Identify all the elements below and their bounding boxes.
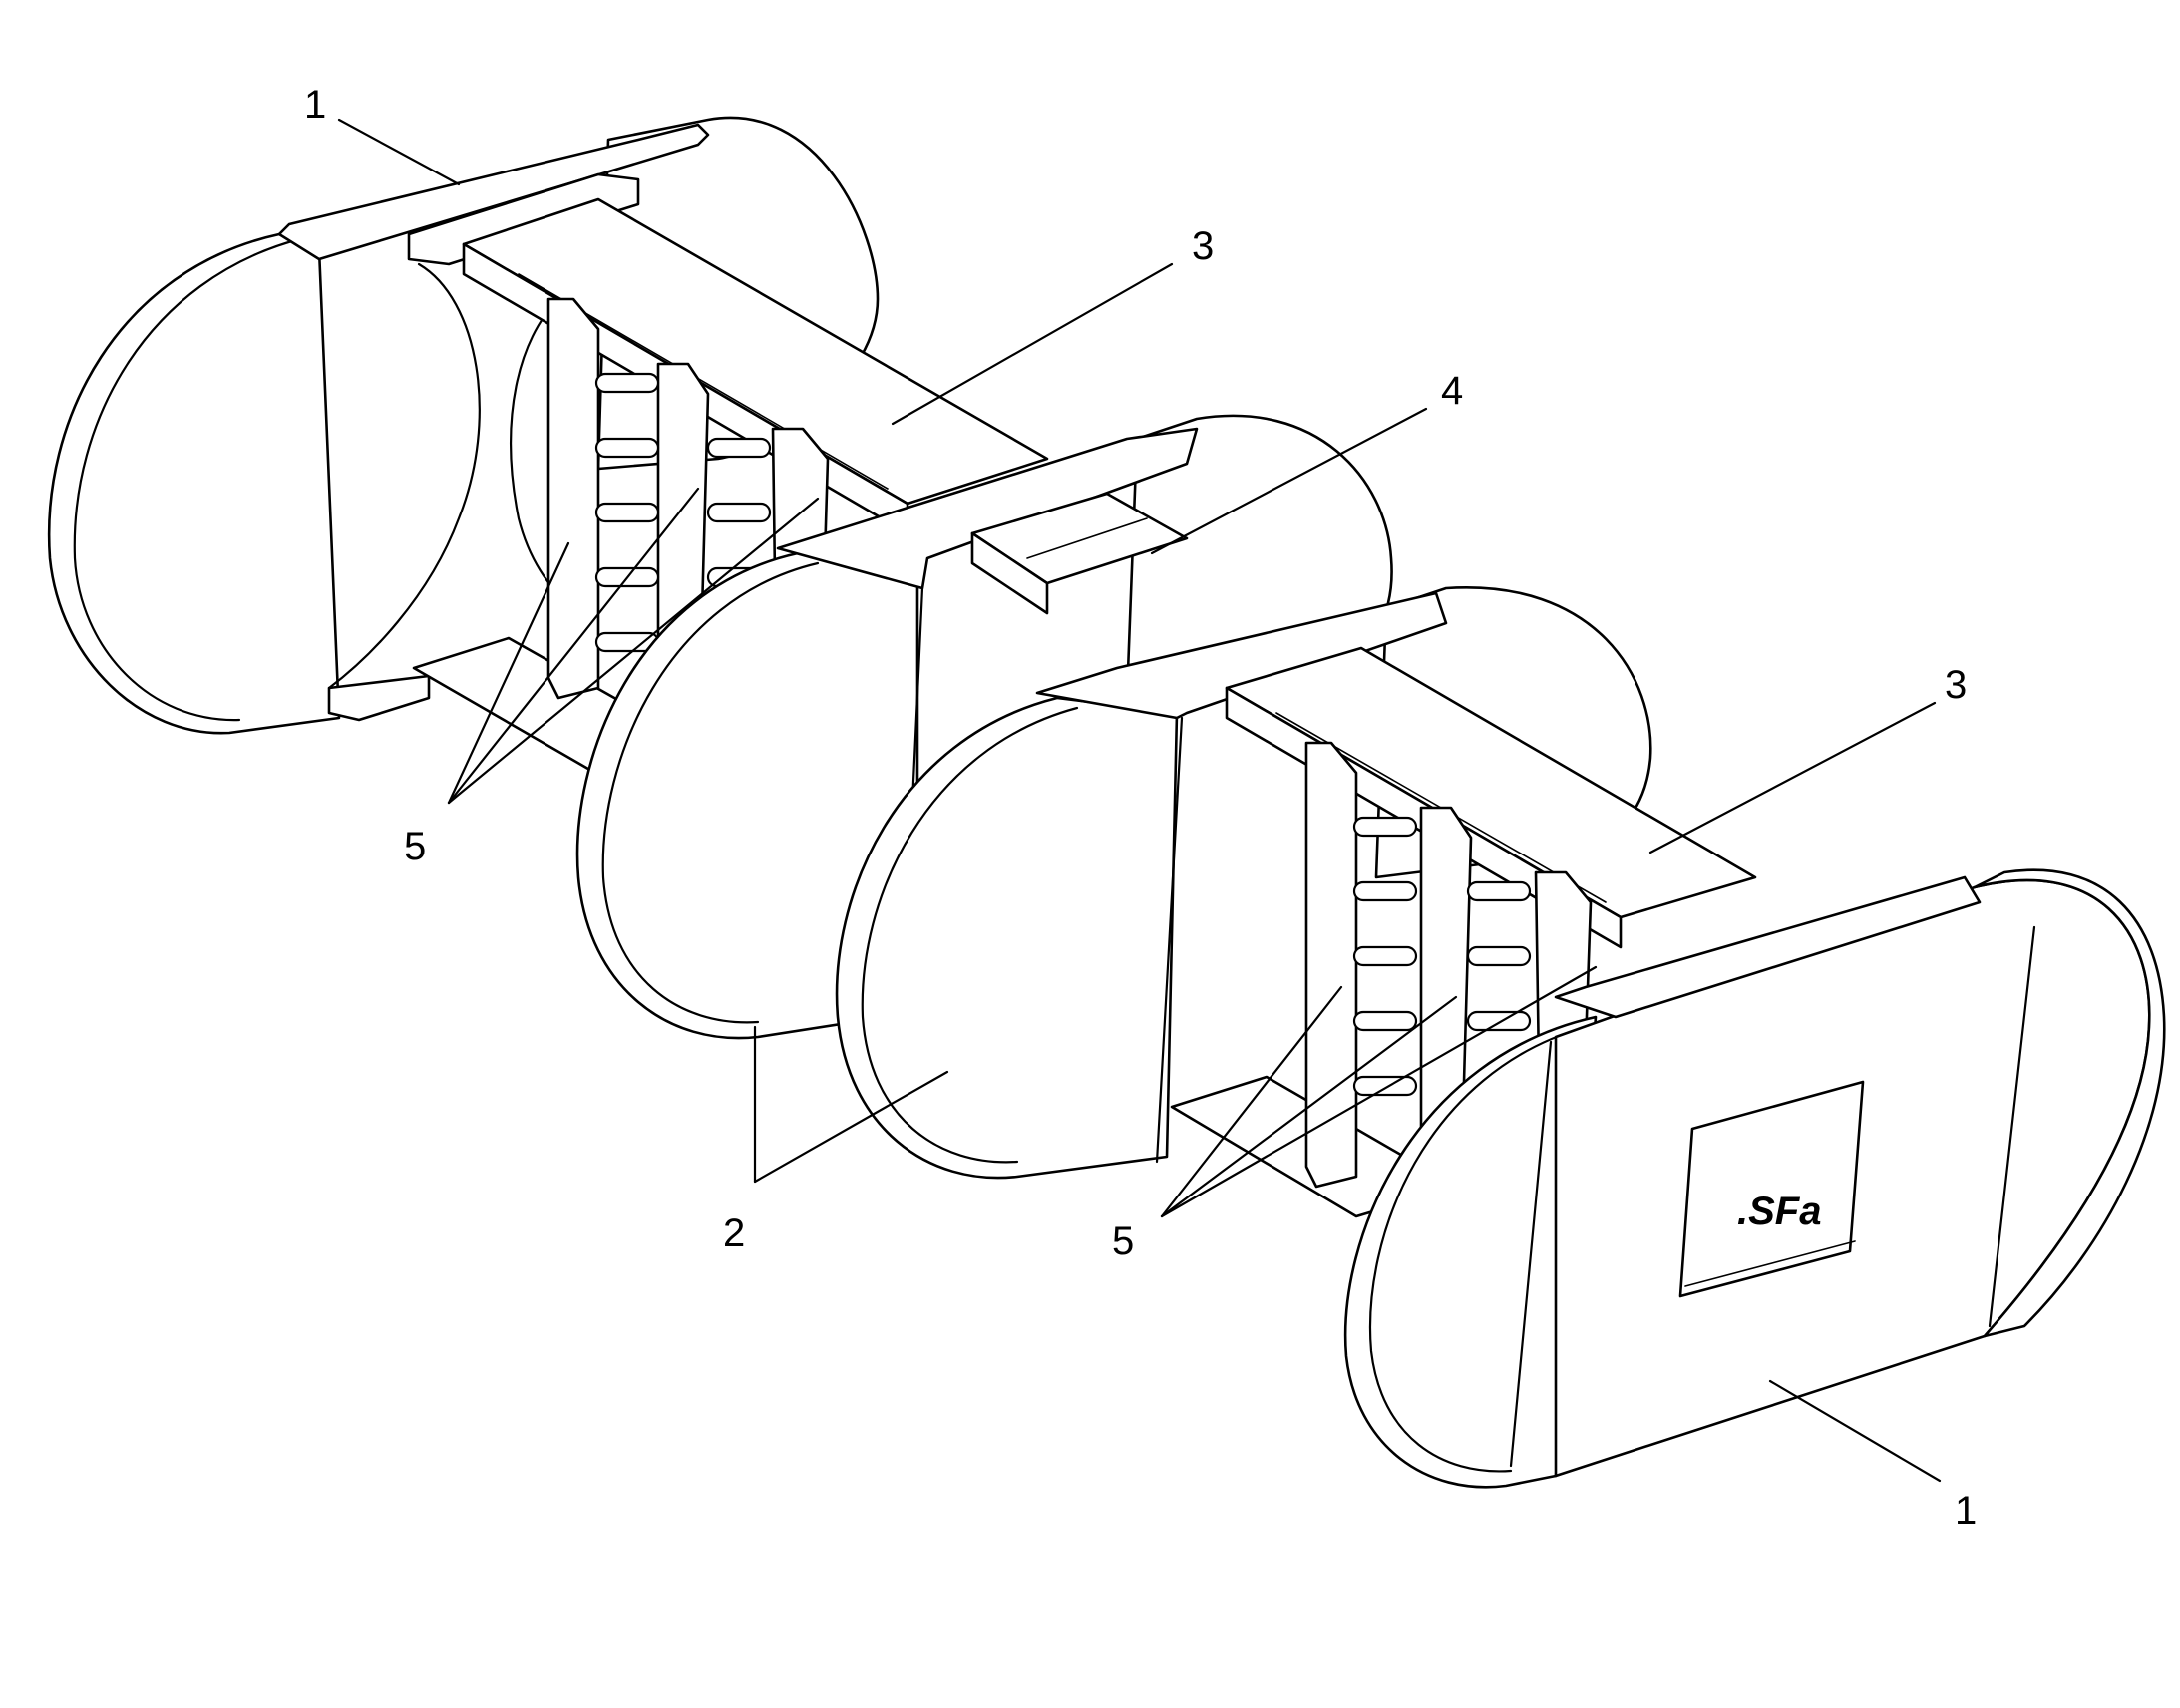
- callout-1-bottom: 1: [1955, 1489, 1977, 1533]
- crossbar-middle-side: [970, 531, 1049, 615]
- callout-5-right: 5: [1112, 1219, 1134, 1263]
- leader-5-right-c: [1160, 965, 1598, 1218]
- leader-2-b: [753, 1070, 949, 1184]
- leader-4: [1150, 407, 1428, 555]
- leader-5-left-a: [447, 541, 570, 805]
- slot-r1-5: [1352, 1075, 1418, 1097]
- leader-lines: [337, 118, 1942, 1483]
- slot-r1-3: [1352, 945, 1418, 967]
- end-link-right-outer-rim: [1973, 868, 2166, 1338]
- crossbar-middle-groove: [1026, 517, 1148, 559]
- leader-1-top: [337, 118, 461, 186]
- end-link-right-left-rim: [1369, 1025, 1588, 1473]
- slot-l1-1: [594, 372, 660, 394]
- logo-plate-edge: [1684, 1240, 1856, 1287]
- leader-5-left-c: [447, 497, 820, 805]
- end-link-right: .SFa: [1343, 868, 2166, 1489]
- slot-r1-1: [1352, 816, 1418, 838]
- slot-r2-3: [1466, 1010, 1532, 1032]
- crossbar-middle: [970, 492, 1189, 615]
- middle-link-rear: [575, 414, 1393, 1040]
- callout-4: 4: [1441, 369, 1463, 413]
- leader-1-bottom: [1768, 1379, 1942, 1483]
- end-link-left-bottom-tab: [327, 674, 431, 722]
- callout-1-top: 1: [304, 83, 326, 127]
- leader-5-right-b: [1160, 995, 1458, 1218]
- separator-right-1: [1304, 741, 1358, 1189]
- middle-link-front-rim: [861, 706, 1079, 1164]
- slot-l1-3: [594, 502, 660, 523]
- end-link-left-front-rim: [73, 237, 301, 722]
- leader-5-right-a: [1160, 985, 1343, 1218]
- leader-3-left: [891, 262, 1174, 426]
- end-link-right-top-bar: [1554, 875, 1982, 1019]
- end-link-left-top-tab: [407, 172, 640, 266]
- callout-3-left: 3: [1192, 224, 1214, 268]
- end-link-left-front-plate: [47, 232, 341, 735]
- end-link-left-top-bar: [277, 123, 710, 261]
- slot-l1-2: [594, 437, 660, 459]
- end-link-right-left-lobe: [1343, 1015, 1598, 1489]
- callout-2: 2: [723, 1211, 745, 1255]
- leader-3-right: [1648, 701, 1937, 854]
- leader-5-left-b: [447, 487, 700, 805]
- slot-r2-2: [1466, 945, 1532, 967]
- end-link-right-seam-left: [1509, 1040, 1553, 1468]
- slot-r1-2: [1352, 880, 1418, 902]
- slot-r1-4: [1352, 1010, 1418, 1032]
- logo-text: .SFa: [1737, 1190, 1821, 1233]
- slot-r2-1: [1466, 880, 1532, 902]
- middle-link-front-edge: [1155, 716, 1184, 1164]
- slot-l2-2: [706, 502, 772, 523]
- logo-plate: [1678, 1080, 1865, 1298]
- callout-3-right: 3: [1945, 663, 1967, 707]
- callout-labels: 1 3 4 3 5 2 5 1: [304, 83, 1977, 1533]
- middle-link-front-top-bar: [1035, 591, 1448, 720]
- end-link-right-seam-right: [1988, 925, 2036, 1328]
- middle-link-rear-rim: [601, 561, 820, 1024]
- end-link-left-inner-curve: [327, 262, 481, 690]
- slot-l2-1: [706, 437, 772, 459]
- separator-left-1: [546, 297, 600, 700]
- callout-5-left: 5: [404, 825, 426, 868]
